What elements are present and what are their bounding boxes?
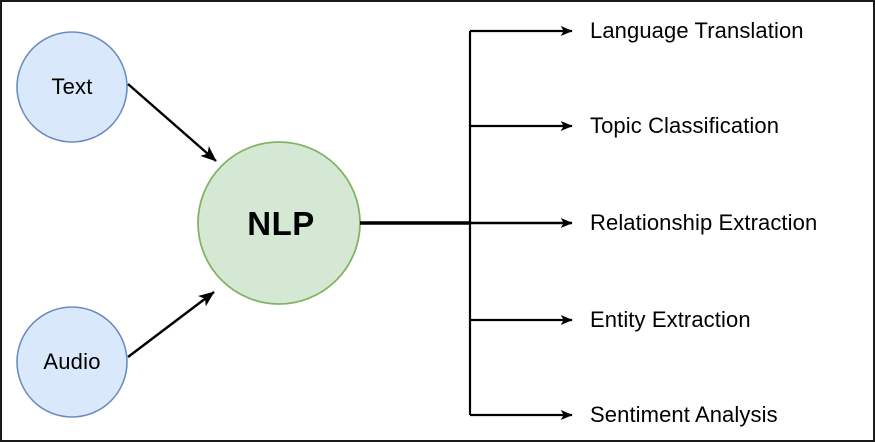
edge-text-to-nlp [127, 83, 217, 162]
output-label-sentiment-analysis: Sentiment Analysis [590, 402, 778, 427]
input-node-text-circle[interactable] [16, 31, 128, 143]
output-label-entity-extraction: Entity Extraction [590, 307, 751, 332]
output-label-topic-classification: Topic Classification [590, 113, 780, 138]
output-label-relationship-extraction: Relationship Extraction [590, 210, 818, 235]
input-node-audio-circle[interactable] [16, 306, 128, 418]
output-label-language-translation: Language Translation [590, 18, 804, 43]
edge-audio-to-nlp [127, 291, 215, 358]
core-node-nlp-circle[interactable] [197, 141, 361, 305]
